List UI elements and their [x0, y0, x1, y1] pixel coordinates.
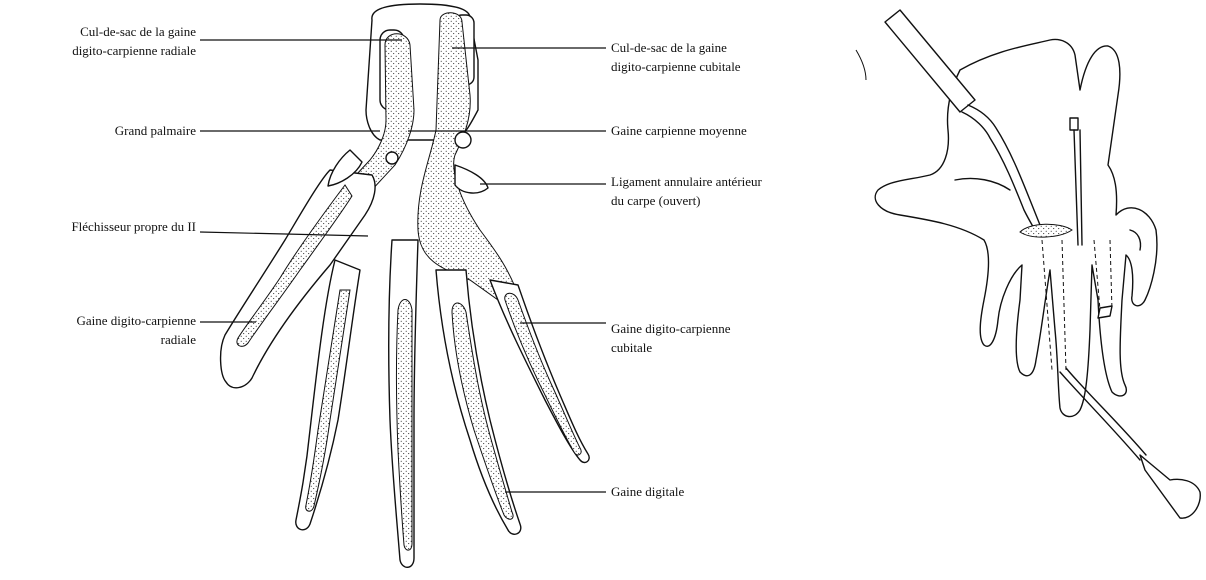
hand-anatomy-drawing — [221, 4, 590, 567]
edge-mark — [856, 50, 866, 80]
label-gaine-cubitale: Gaine digito-carpienne cubitale — [611, 319, 730, 357]
label-gaine-carpienne-moyenne: Gaine carpienne moyenne — [611, 121, 747, 140]
syringe — [1140, 455, 1200, 518]
catheter-cap — [1070, 118, 1078, 130]
label-gaine-radiale: Gaine digito-carpienne radiale — [77, 311, 196, 349]
hand-outline — [875, 40, 1157, 417]
drain — [1098, 306, 1112, 318]
label-grand-palmaire: Grand palmaire — [115, 121, 196, 140]
label-cul-de-sac-cubital: Cul-de-sac de la gaine digito-carpienne … — [611, 38, 741, 76]
middle-finger — [389, 240, 418, 567]
index-finger — [296, 260, 360, 530]
label-flechisseur-propre: Fléchisseur propre du II — [71, 217, 196, 236]
label-gaine-digitale: Gaine digitale — [611, 482, 684, 501]
tendon-section — [386, 152, 398, 164]
label-ligament-annulaire: Ligament annulaire antérieur du carpe (o… — [611, 172, 762, 210]
hand-catheter-drawing — [856, 10, 1200, 518]
label-cul-de-sac-radial: Cul-de-sac de la gaine digito-carpienne … — [72, 22, 196, 60]
little-finger — [490, 280, 589, 462]
ligament-flap — [455, 165, 488, 193]
tendon-section — [455, 132, 471, 148]
syringe — [885, 10, 975, 112]
